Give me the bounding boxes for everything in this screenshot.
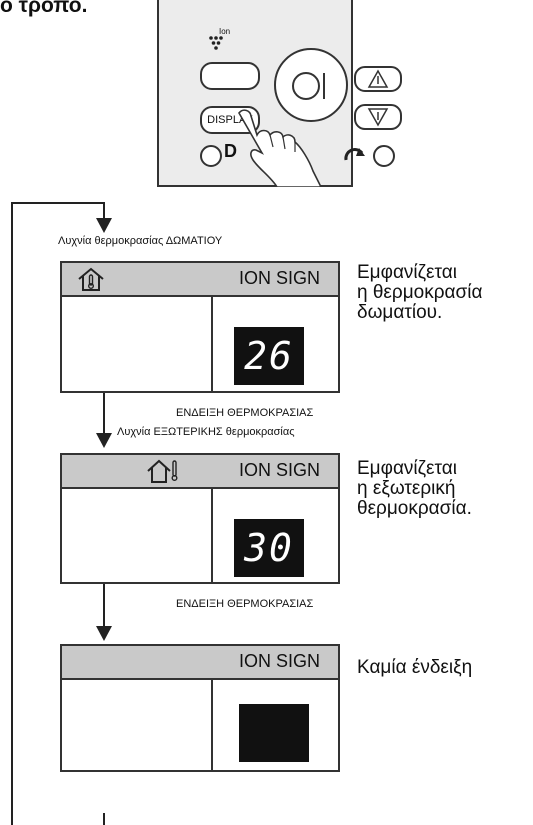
remote-control: Ion DISPLAY D: [157, 0, 402, 187]
power-icon: [292, 72, 325, 100]
display-panel-blank: ION SIGN: [60, 644, 340, 772]
panel-header: ION SIGN: [62, 455, 338, 489]
d-label: D: [224, 141, 237, 161]
ion-sign-label: ION SIGN: [238, 268, 320, 288]
hand-icon: [238, 109, 322, 187]
no-indication-description: Καμία ένδειξη: [357, 658, 472, 678]
ion-sign-label: ION SIGN: [238, 651, 320, 671]
room-temp-description: Εμφανίζεται η θερμοκρασία δωματίου.: [357, 263, 482, 323]
outdoor-house-thermometer-icon: [147, 459, 178, 483]
display-button[interactable]: DISPLAY: [200, 106, 260, 134]
ion-label: Ion: [219, 27, 231, 36]
temperature-readout: 26: [234, 327, 304, 385]
triangle-up-icon: [367, 69, 389, 88]
left-round-button[interactable]: [200, 145, 222, 167]
triangle-down-icon: [367, 108, 389, 127]
display-panel-room: ION SIGN 26: [60, 261, 340, 393]
arrow-down-icon: [96, 626, 112, 641]
description-line: θερμοκρασία.: [357, 498, 472, 519]
loop-line: [11, 202, 105, 825]
power-button[interactable]: [274, 48, 348, 122]
swing-icon: [344, 148, 365, 161]
temp-indicator-caption: ΕΝΔΕΙΞΗ ΘΕΡΜΟΚΡΑΣΙΑΣ: [176, 407, 314, 419]
panel-header: ION SIGN: [62, 263, 338, 297]
ion-sign-label: ION SIGN: [238, 460, 320, 480]
page-heading: ο τρόπο.: [0, 0, 88, 17]
temp-up-button[interactable]: [354, 66, 402, 92]
house-thermometer-icon: [78, 267, 104, 291]
temp-indicator-caption: ΕΝΔΕΙΞΗ ΘΕΡΜΟΚΡΑΣΙΑΣ: [176, 598, 314, 610]
panel-divider: [211, 297, 213, 391]
description-line: Εμφανίζεται: [357, 262, 457, 283]
display-panel-outdoor: ION SIGN 30: [60, 453, 340, 584]
temperature-readout: [239, 704, 309, 762]
outdoor-temp-description: Εμφανίζεται η εξωτερική θερμοκρασία.: [357, 459, 472, 519]
ion-icon: [209, 36, 223, 50]
panel-divider: [211, 680, 213, 770]
description-line: δωματίου.: [357, 302, 443, 323]
description-line: Εμφανίζεται: [357, 458, 457, 479]
outdoor-temp-lamp-caption: Λυχνία ΕΞΩΤΕΡΙΚΗΣ θερμοκρασίας: [117, 426, 295, 438]
panel-divider: [211, 489, 213, 582]
arrow-down-icon: [96, 218, 112, 233]
description-line: η εξωτερική: [357, 478, 456, 499]
panel-header: ION SIGN: [62, 646, 338, 680]
temperature-readout: 30: [234, 519, 304, 577]
room-temp-lamp-caption: Λυχνία θερμοκρασίας ΔΩΜΑΤΙΟΥ: [58, 235, 223, 247]
description-line: η θερμοκρασία: [357, 282, 483, 303]
ion-button[interactable]: [200, 62, 260, 90]
description-line: Καμία ένδειξη: [357, 657, 473, 678]
arrow-down-icon: [96, 433, 112, 448]
temp-down-button[interactable]: [354, 104, 402, 130]
right-round-button[interactable]: [373, 145, 395, 167]
